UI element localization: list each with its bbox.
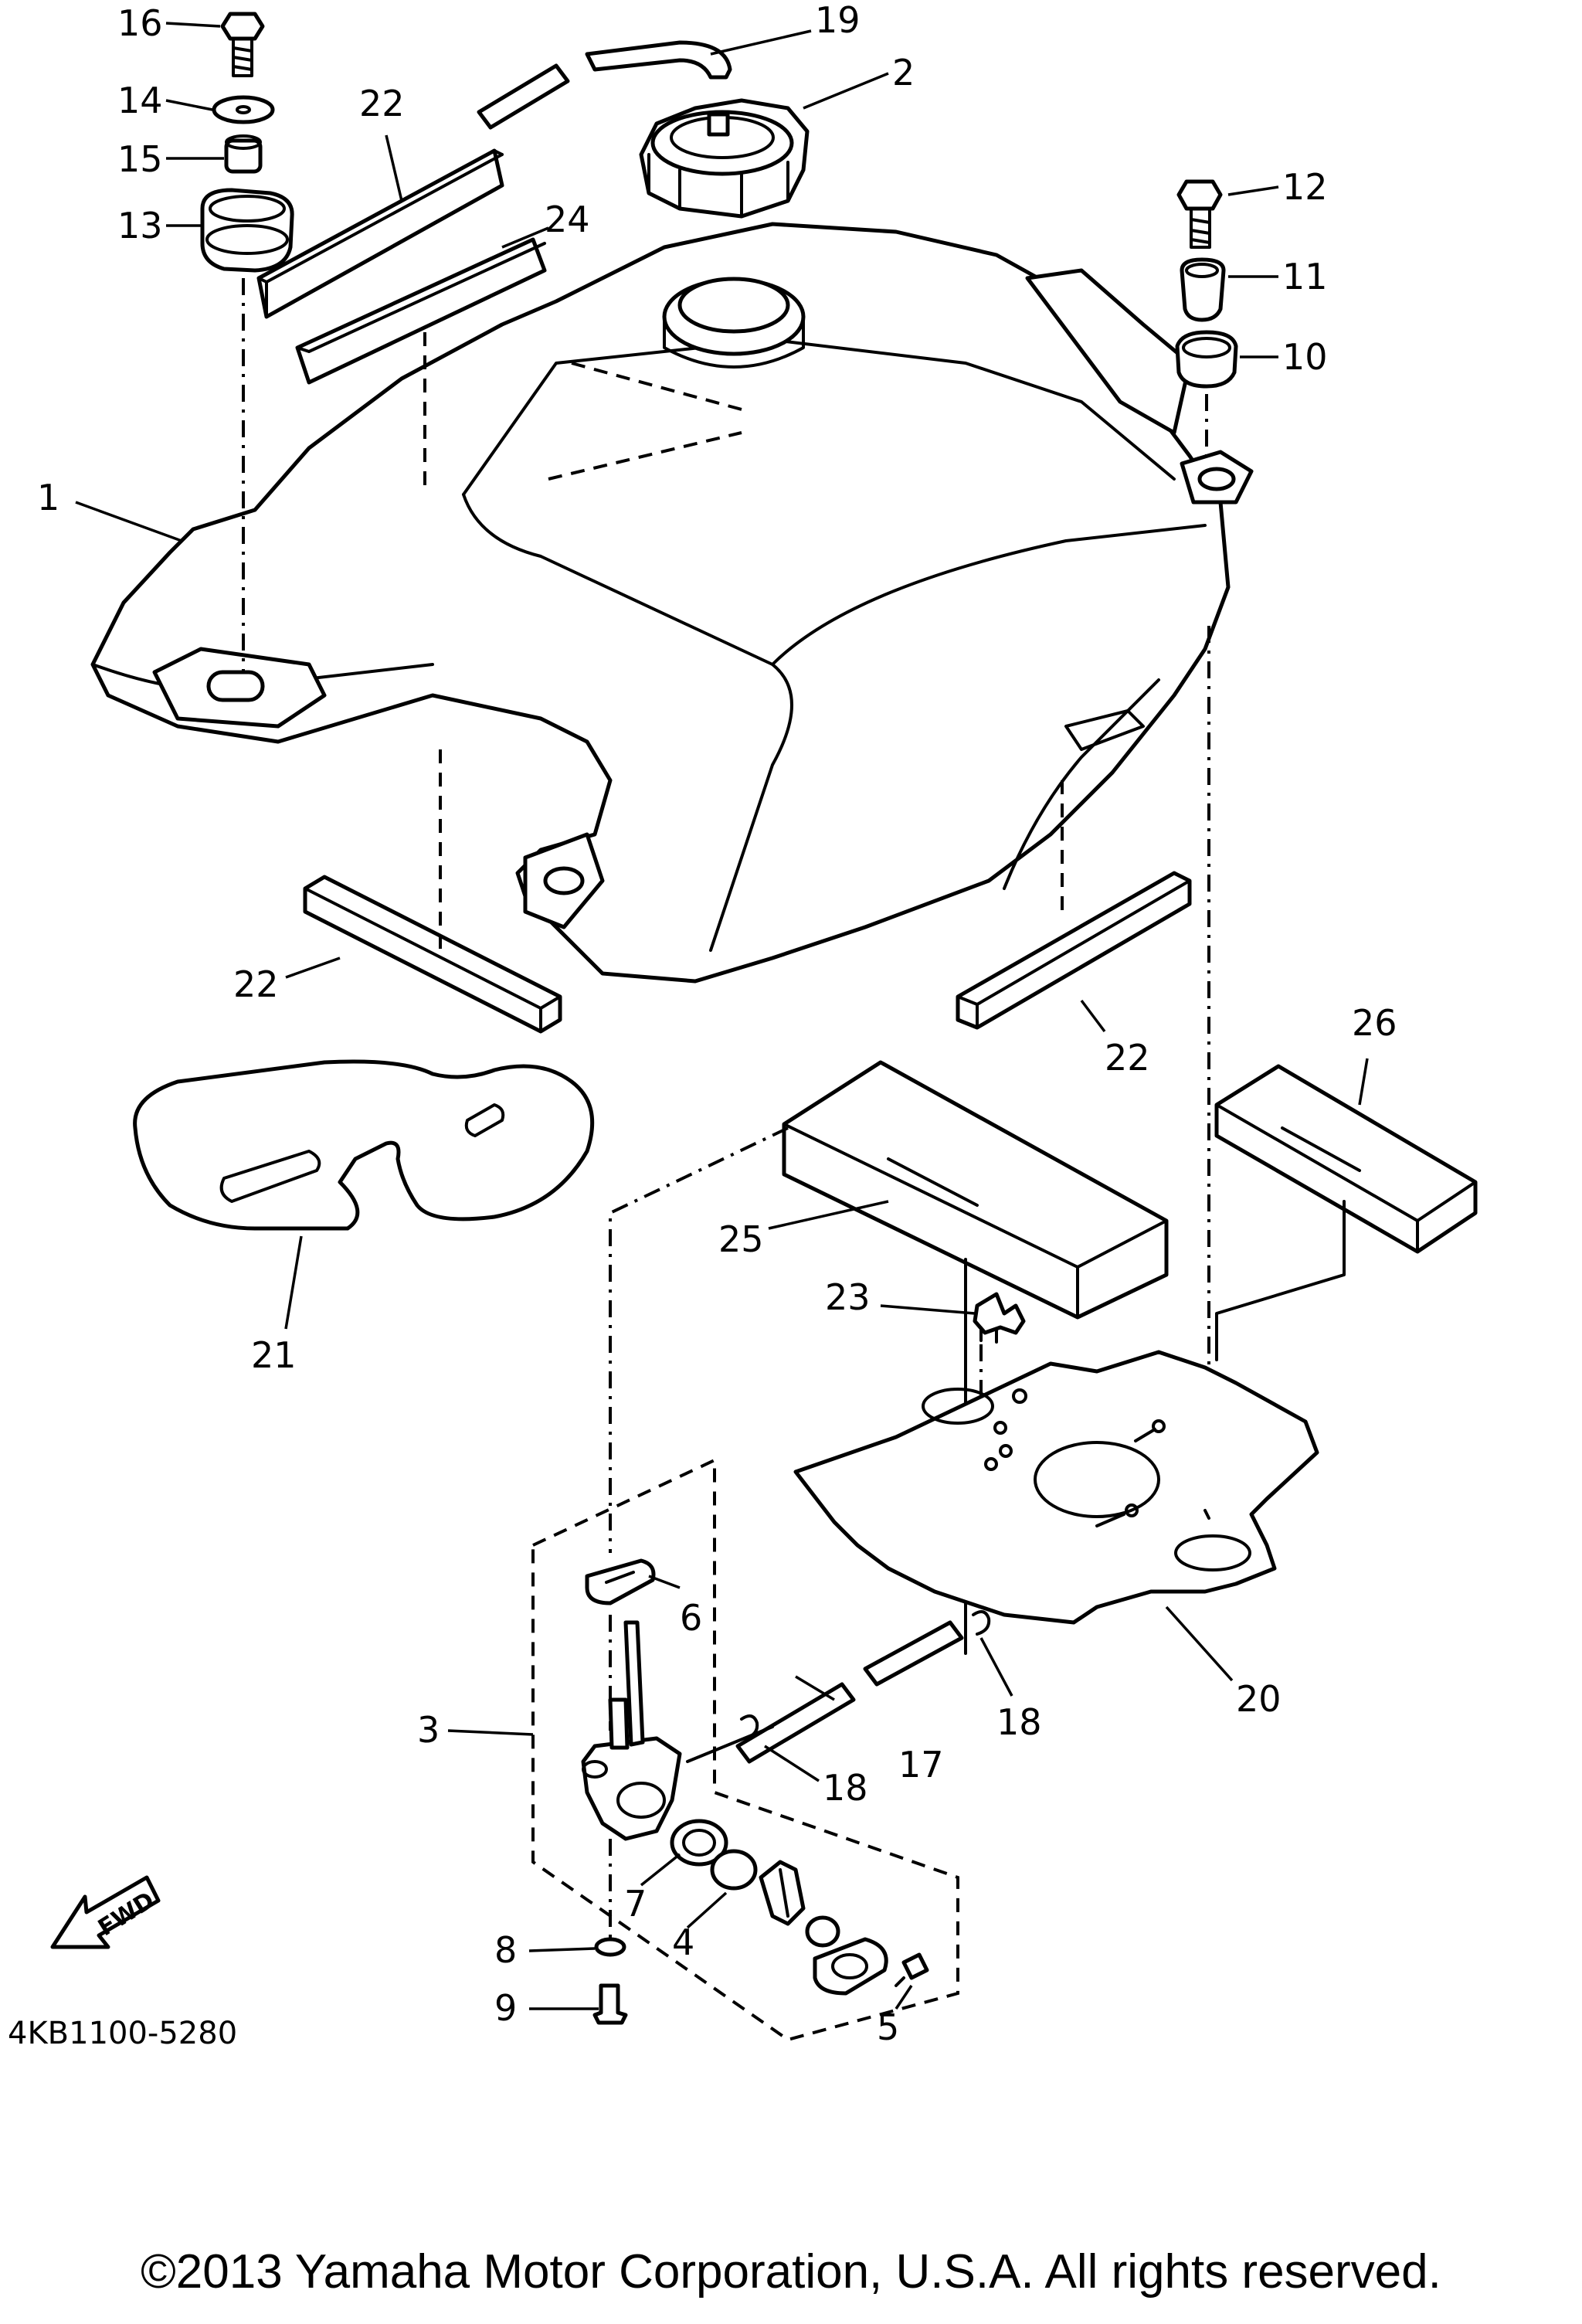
fuel-cock-washer (594, 1937, 626, 1957)
foam-pad-bottom-left-22 (303, 875, 562, 1034)
callout-26: 26 (1352, 1002, 1397, 1044)
callout-11: 11 (1282, 256, 1328, 297)
foam-pad-bottom-right-22 (956, 871, 1192, 1030)
forward-arrow-icon: FWD (50, 1875, 161, 1949)
assembly-line (686, 1725, 774, 1763)
callout-22a: 22 (359, 83, 405, 124)
assembly-line (609, 1126, 789, 1553)
callout-12: 12 (1282, 166, 1328, 208)
left-mount-hardware (200, 12, 294, 672)
callout-20: 20 (1236, 1678, 1282, 1720)
foam-block-26 (1214, 1064, 1478, 1254)
callout-8: 8 (494, 1929, 517, 1971)
assembly-line (1215, 1200, 1346, 1361)
hose-clamp-right (972, 1610, 991, 1636)
copyright-notice: ©2013 Yamaha Motor Corporation, U.S.A. A… (141, 2245, 1441, 2299)
callout-numbers: 1 2 3 4 5 6 7 8 9 10 11 12 13 14 15 16 1… (37, 0, 1397, 2048)
vent-hose (477, 40, 732, 130)
fuel-tank (90, 222, 1254, 984)
callout-23: 23 (825, 1276, 871, 1318)
callout-22c: 22 (1105, 1037, 1150, 1079)
callout-5: 5 (877, 2006, 899, 2048)
fuel-hose (735, 1620, 964, 1764)
callout-18b: 18 (996, 1701, 1042, 1743)
callout-7: 7 (624, 1883, 647, 1925)
hose-clip (973, 1292, 1026, 1445)
callout-4: 4 (672, 1921, 694, 1963)
callout-22b: 22 (233, 963, 279, 1005)
foam-pad-top-22 (256, 148, 504, 319)
callout-9: 9 (494, 1987, 517, 2029)
callout-17: 17 (898, 1744, 944, 1785)
callout-3: 3 (417, 1709, 440, 1751)
foam-block-25 (782, 1060, 1169, 1320)
callout-18a: 18 (823, 1767, 868, 1809)
callout-15: 15 (117, 138, 163, 180)
fuel-filler-cap (639, 98, 810, 219)
heat-shield (133, 1059, 595, 1231)
right-mount-hardware (1175, 179, 1238, 1545)
callout-21: 21 (251, 1334, 297, 1376)
callout-25: 25 (718, 1218, 764, 1260)
callout-19: 19 (815, 0, 861, 41)
callout-2: 2 (892, 52, 915, 93)
part-code: 4KB1100-5280 (8, 2016, 237, 2051)
fuel-cock-assembly (531, 1457, 959, 2042)
callout-16: 16 (117, 2, 163, 44)
leader-lines (75, 22, 1369, 2010)
callout-6: 6 (680, 1597, 702, 1639)
callout-24: 24 (545, 199, 590, 240)
callout-10: 10 (1282, 336, 1328, 378)
callout-13: 13 (117, 205, 163, 246)
callout-1: 1 (37, 477, 59, 518)
tank-bracket-plate (793, 1350, 1319, 1625)
callout-14: 14 (117, 80, 163, 121)
fuel-cock-bolt (592, 1983, 628, 2025)
foam-pad-top-24 (295, 237, 547, 385)
